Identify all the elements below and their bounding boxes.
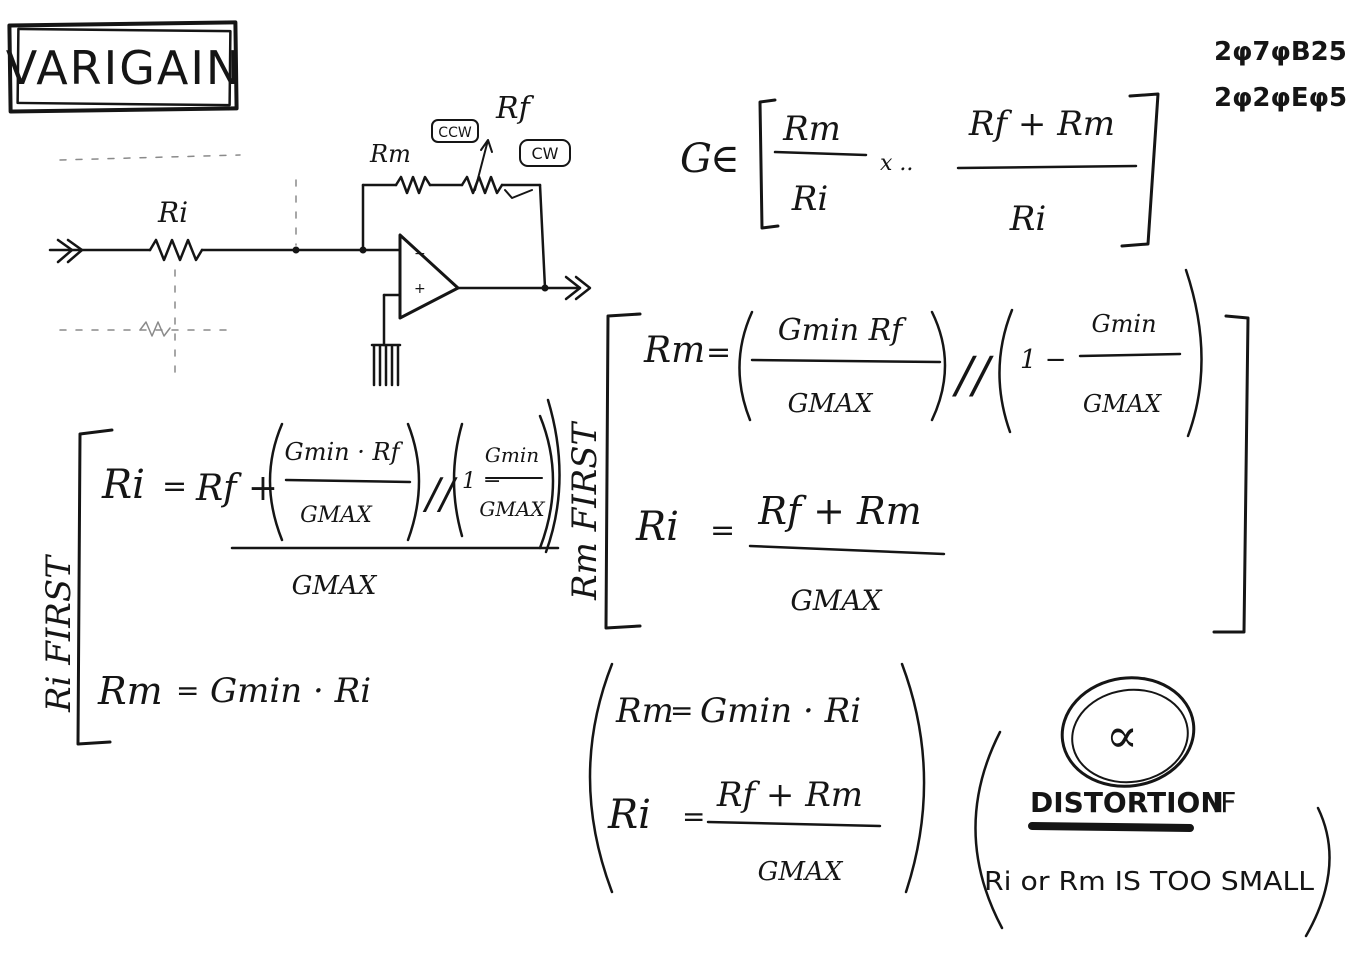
rm-first-eq2: = (710, 513, 735, 548)
ri-first-rm-rhs: Gmin · Ri (210, 671, 371, 711)
ri-first-frac-num: Gmin (485, 443, 539, 467)
gain-symbol: G (680, 136, 712, 182)
label-rm: Rm (369, 140, 411, 168)
alt-ri-lhs: Ri (607, 792, 651, 838)
rm-first-one-minus: 1 − (1020, 345, 1067, 375)
ri-first-par-den: GMAX (300, 503, 373, 528)
gain-hi-den: Ri (1009, 199, 1046, 239)
resistor-rm-icon (394, 175, 432, 195)
gain-lo-den: Ri (791, 179, 828, 219)
alt-ri-num: Rf + Rm (716, 775, 863, 815)
ref-code-1: 2φ7φB25 (1214, 37, 1347, 67)
ri-first-rf-plus: Rf + (195, 468, 278, 509)
ri-first-rm-lhs: Rm (97, 669, 163, 713)
opamp-minus: − (414, 246, 426, 262)
distortion-note: ∝ DISTORTION IF Ri or Rm IS TOO SMALL (974, 676, 1331, 938)
ri-first-eq2: = (176, 674, 199, 707)
label-rf: Rf (495, 91, 535, 126)
pot-rf-icon (460, 175, 504, 195)
ri-first-eq1: = (162, 469, 187, 504)
ref-code-2: 2φ2φEφ5 (1214, 83, 1347, 113)
ri-first-block: Ri FIRST Ri = Rf + Gmin · Rf GMAX // 1 −… (39, 398, 561, 746)
ri-first-label: Ri FIRST (39, 554, 79, 713)
ri-first-frac-den: GMAX (479, 497, 545, 521)
alt-eq2: = (682, 800, 705, 833)
note-line2: Ri or Rm IS TOO SMALL (984, 867, 1315, 897)
gain-hi-num: Rf + Rm (968, 104, 1115, 144)
rm-first-ri-num: Rf + Rm (757, 489, 921, 533)
rm-first-par-num: Gmin Rf (778, 313, 907, 348)
ri-first-par-num: Gmin · Rf (285, 438, 404, 466)
gain-range-equation: G ∈ Rm Ri x .. Rf + Rm Ri (680, 92, 1160, 248)
gain-separator: x .. (880, 151, 913, 176)
proportional-icon: ∝ (1106, 708, 1138, 764)
rm-first-ri-den: GMAX (790, 584, 882, 617)
alt-eq1: = (670, 694, 693, 727)
rm-first-par: // (952, 346, 994, 404)
rm-first-block: Rm FIRST Rm = Gmin Rf GMAX // 1 − Gmin G… (565, 268, 1250, 634)
output-arrow-icon (564, 275, 592, 301)
alt-formula-block: Rm = Gmin · Ri Ri = Rf + Rm GMAX (588, 662, 926, 894)
label-cw: CW (532, 144, 559, 163)
rm-first-eq1: = (706, 335, 731, 370)
rm-first-ri-lhs: Ri (635, 504, 679, 550)
rm-first-frac-num: Gmin (1091, 310, 1156, 338)
page-title: VARIGAIN (6, 41, 243, 95)
alt-rm-lhs: Rm (615, 691, 674, 731)
rm-first-label: Rm FIRST (565, 420, 605, 601)
element-of-symbol: ∈ (710, 136, 740, 182)
opamp-icon (398, 233, 460, 320)
alt-ri-den: GMAX (758, 857, 844, 887)
alt-rm-rhs: Gmin · Ri (700, 691, 861, 731)
opamp-plus: + (414, 281, 426, 297)
rm-first-rm-lhs: Rm (643, 330, 705, 371)
note-distortion-word: DISTORTION (1030, 786, 1224, 819)
resistor-ri-icon (148, 238, 204, 262)
rm-first-par-den: GMAX (788, 389, 874, 419)
schematic: Ri Rm Rf CCW CW − + (48, 91, 592, 387)
label-ri: Ri (157, 196, 188, 229)
title-box: VARIGAIN (6, 20, 243, 114)
rm-first-frac-den: GMAX (1083, 390, 1162, 418)
ground-icon (370, 343, 402, 387)
ri-first-one-minus: 1 − (462, 469, 501, 494)
note-if: IF (1212, 786, 1236, 819)
ri-first-ri-lhs: Ri (101, 462, 145, 508)
ri-first-par: // (422, 469, 458, 518)
ri-first-big-den: GMAX (292, 571, 378, 601)
label-ccw: CCW (438, 125, 472, 141)
gain-lo-num: Rm (782, 109, 841, 149)
